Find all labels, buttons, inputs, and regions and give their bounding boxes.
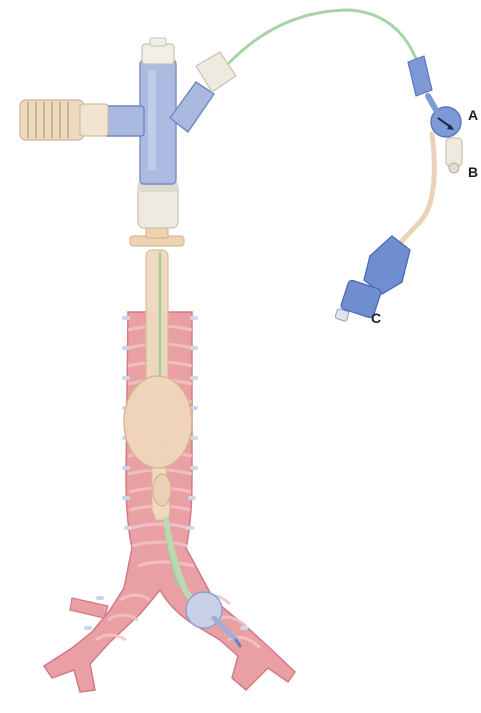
pilot-balloon-a bbox=[408, 56, 461, 137]
callout-label-c: C bbox=[371, 311, 381, 325]
tube-flange bbox=[130, 228, 184, 246]
callout-label-b: B bbox=[468, 165, 478, 179]
callout-label-a: A bbox=[468, 108, 478, 122]
connector-c bbox=[335, 236, 410, 322]
suction-line bbox=[398, 134, 434, 246]
tube-tip bbox=[153, 474, 171, 506]
corrugated-tube bbox=[20, 100, 108, 140]
left-bronchus-stub bbox=[70, 598, 108, 618]
valve-b bbox=[446, 138, 462, 173]
y-connector bbox=[104, 38, 236, 228]
tracheal-cuff bbox=[124, 376, 192, 468]
pilot-line bbox=[228, 10, 418, 64]
